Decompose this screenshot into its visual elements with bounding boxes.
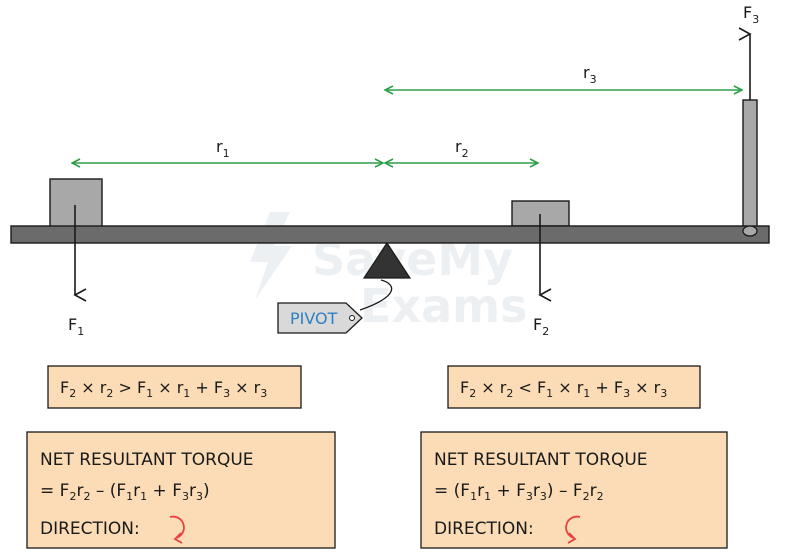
rod-base: [742, 225, 758, 237]
right-inequality-text: F2 × r2 < F1 × r1 + F3 × r3: [460, 378, 667, 400]
f2-label: F2: [533, 315, 549, 338]
left-result-heading: NET RESULTANT TORQUE: [40, 450, 254, 470]
bolt-logo-icon: [250, 212, 292, 300]
clockwise-arrow-icon: [169, 515, 185, 544]
watermark-line2: Exams: [360, 279, 527, 333]
pivot-tag-shape: [277, 302, 363, 334]
left-inequality-text: F2 × r2 > F1 × r1 + F3 × r3: [60, 378, 267, 400]
pivot-triangle: [362, 241, 412, 279]
r2-label: r2: [455, 137, 469, 160]
pivot-tag: PIVOT: [277, 279, 393, 334]
right-inequality-box: [447, 365, 701, 409]
anticlockwise-arrow-icon: [565, 515, 581, 544]
vertical-rod: [742, 99, 758, 231]
left-result-box: [26, 431, 336, 549]
right-result-box: [420, 431, 728, 549]
f1-label: F1: [68, 315, 84, 338]
left-direction-label: DIRECTION:: [40, 519, 140, 539]
pivot-tag-string: [359, 279, 393, 311]
right-direction-label: DIRECTION:: [434, 519, 534, 539]
lever-beam: [10, 225, 770, 244]
mass-block-left: [49, 178, 103, 228]
right-result-heading: NET RESULTANT TORQUE: [434, 450, 648, 470]
r3-label: r3: [583, 63, 597, 86]
left-result-equation: = F2r2 – (F1r1 + F3r3): [40, 481, 210, 503]
f3-label: F3: [743, 3, 759, 26]
pivot-tag-text: PIVOT: [290, 309, 338, 328]
left-inequality-box: [47, 365, 302, 409]
right-result-equation: = (F1r1 + F3r3) – F2r2: [434, 481, 604, 503]
pivot-tag-hole: [349, 315, 355, 321]
r1-label: r1: [216, 137, 230, 160]
